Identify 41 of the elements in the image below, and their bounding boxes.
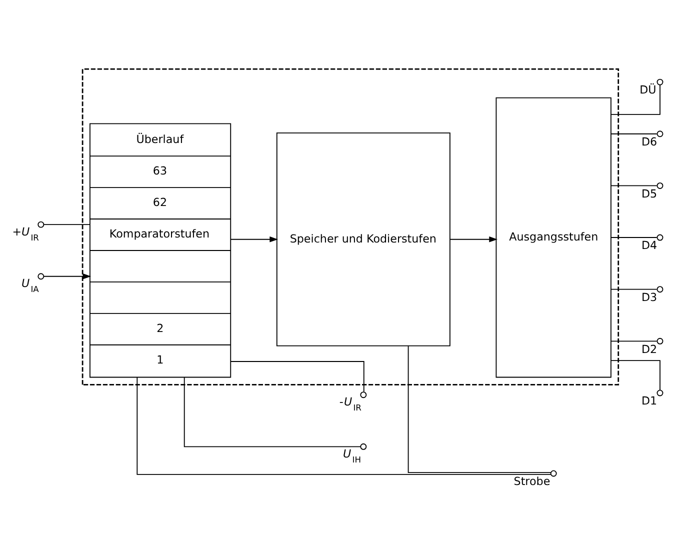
connector xyxy=(610,340,658,342)
node-box: Speicher und Kodierstufen xyxy=(276,132,450,346)
arrow xyxy=(43,272,92,279)
node-circle xyxy=(38,272,44,280)
node-label: U$_{IA}$ xyxy=(21,276,39,294)
node-circle xyxy=(656,78,664,85)
node-circle xyxy=(656,182,664,188)
node-label: D2 xyxy=(641,342,658,356)
connector xyxy=(43,224,90,225)
node-box: Ausgangsstufen xyxy=(496,96,612,378)
node-circle xyxy=(656,234,664,240)
connector xyxy=(610,288,658,290)
node-label: -U$_{IR}$ xyxy=(339,395,362,412)
connector xyxy=(610,360,660,390)
node-label: D1 xyxy=(641,394,658,408)
node-label: DÜ xyxy=(640,83,656,96)
node-label: D6 xyxy=(641,135,658,148)
node-circle xyxy=(656,130,664,137)
node-circle xyxy=(656,286,664,292)
node-label: D4 xyxy=(641,238,658,252)
node-circle xyxy=(656,337,664,344)
node-circle xyxy=(360,391,367,398)
node-label: Strobe xyxy=(514,474,550,488)
arrow xyxy=(230,236,278,242)
node-circle xyxy=(656,389,664,396)
arrow xyxy=(450,236,498,242)
connector xyxy=(184,376,362,447)
node-label: +U$_{IR}$ xyxy=(12,224,39,242)
connector xyxy=(610,184,658,186)
node-label: D5 xyxy=(641,186,658,200)
connector xyxy=(408,345,552,473)
connector xyxy=(136,376,552,474)
node-label: D3 xyxy=(641,290,658,304)
connector xyxy=(610,132,658,134)
connector xyxy=(230,360,364,392)
node-circle xyxy=(38,220,44,228)
connector xyxy=(610,236,658,238)
node-circle xyxy=(550,470,557,476)
node-label: U$_{IH}$ xyxy=(343,446,362,464)
node-circle xyxy=(360,442,367,450)
connector xyxy=(610,84,660,114)
